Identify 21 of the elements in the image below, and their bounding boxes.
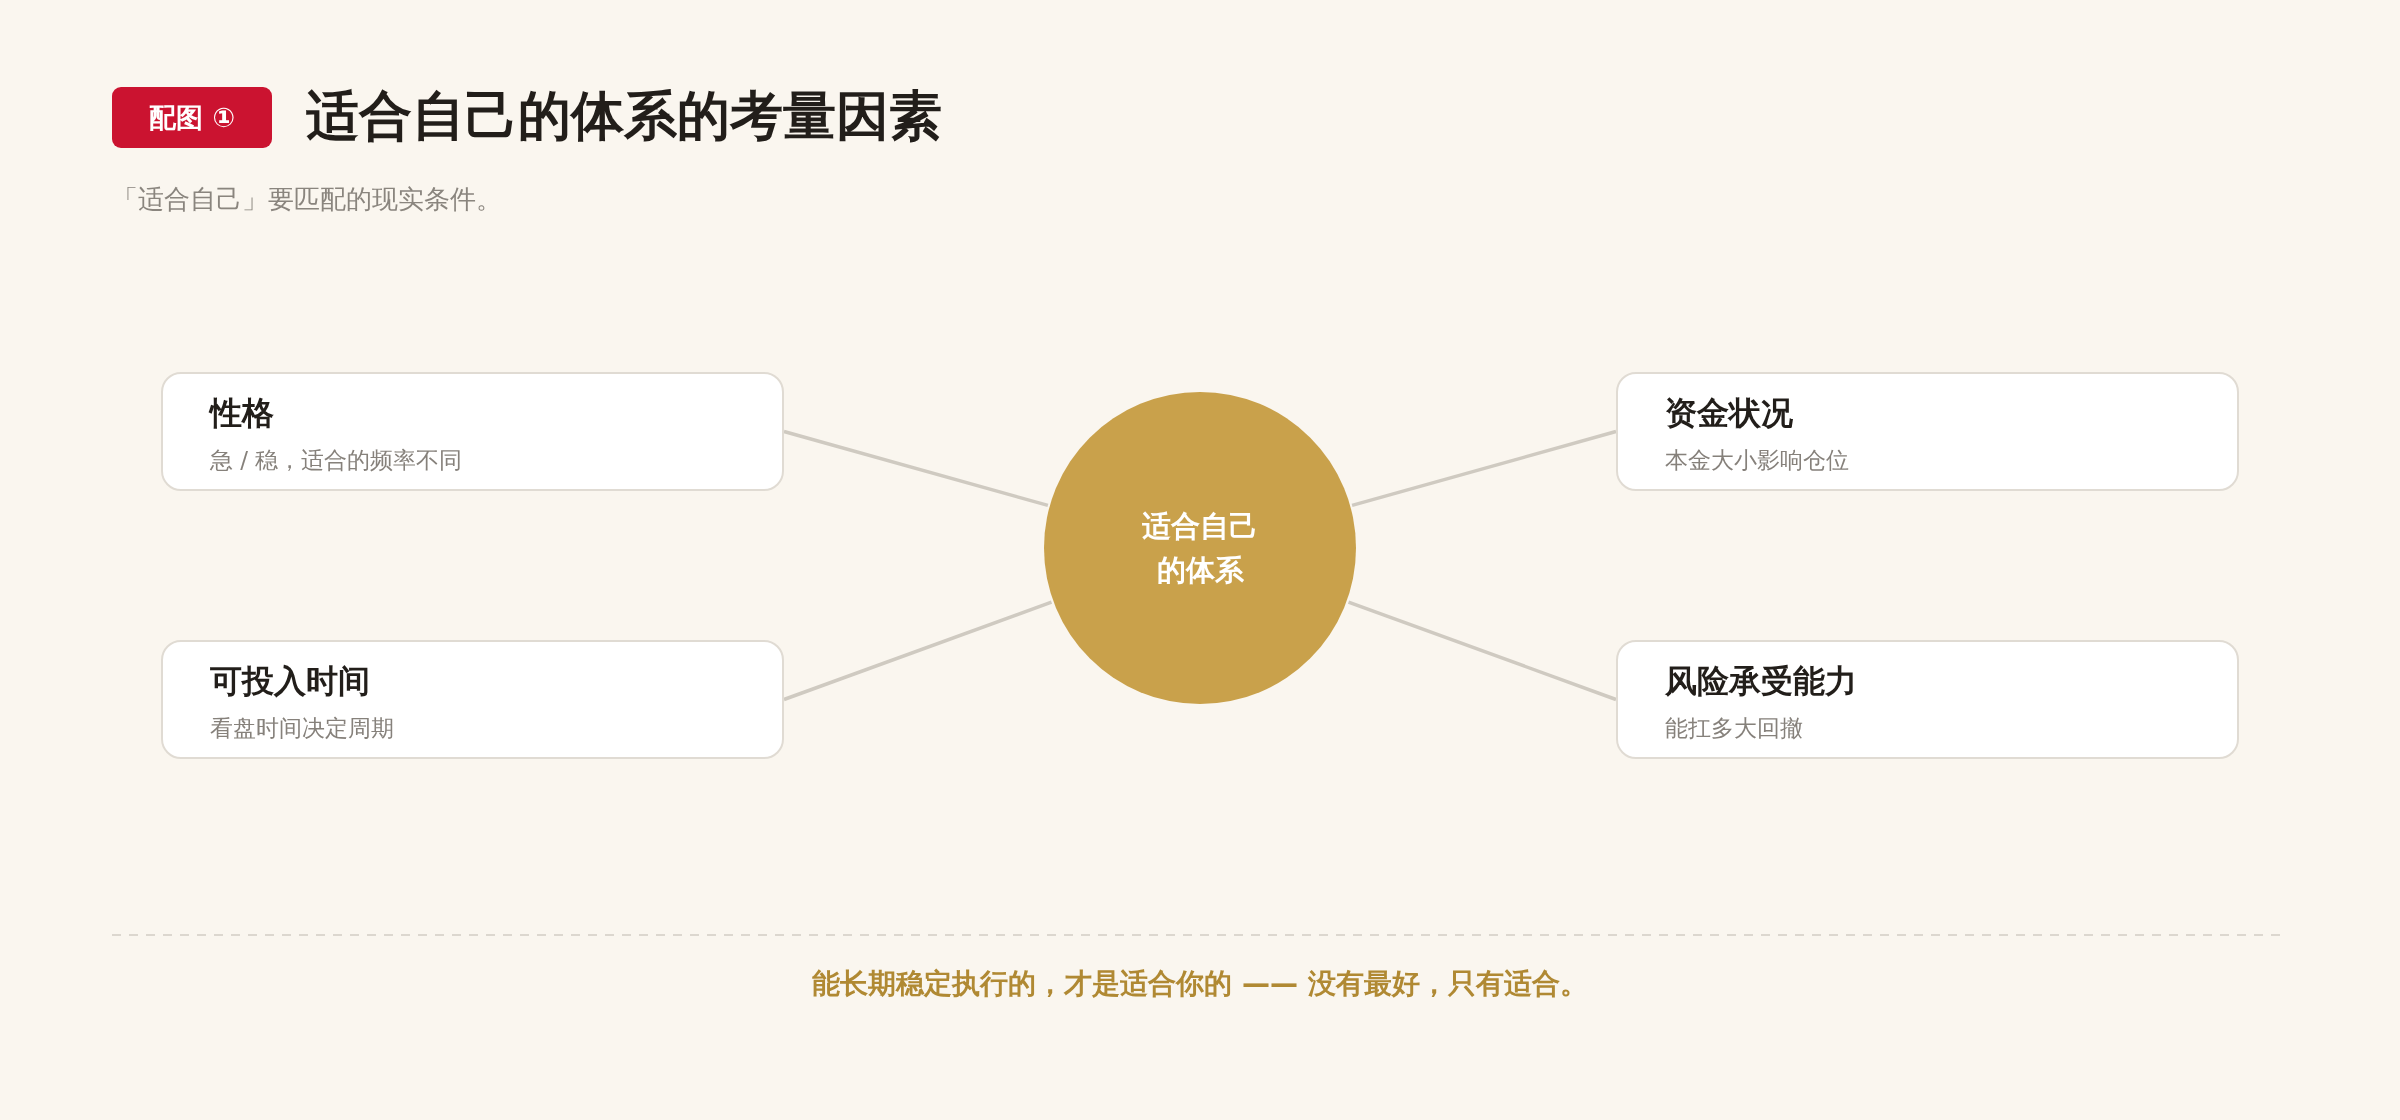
connector-line: [783, 600, 1053, 702]
factor-card: [1616, 372, 2239, 491]
card-description: 本金大小影响仓位: [1665, 446, 1849, 475]
connector-line: [1351, 429, 1617, 508]
factor-card: [161, 640, 784, 759]
closing-note: 能长期稳定执行的，才是适合你的 —— 没有最好，只有适合。: [812, 966, 1588, 1002]
circle-label: 适合自己的体系: [1141, 508, 1259, 589]
figure-badge: 配图 ①: [112, 87, 272, 148]
card-heading: 可投入时间: [210, 661, 370, 701]
card-description: 急 / 稳，适合的频率不同: [210, 446, 463, 475]
subtitle: 「适合自己」要匹配的现实条件。: [112, 183, 502, 216]
card-description: 能扛多大回撤: [1665, 714, 1803, 743]
card-heading: 风险承受能力: [1665, 661, 1857, 701]
connector-line: [1347, 600, 1617, 702]
card-heading: 资金状况: [1665, 393, 1793, 433]
title: 适合自己的体系的考量因素: [306, 84, 942, 148]
factor-card: [161, 372, 784, 491]
card-heading: 性格: [210, 393, 274, 433]
connector-line: [783, 429, 1049, 508]
factor-card: [1616, 640, 2239, 759]
card-description: 看盘时间决定周期: [210, 714, 394, 743]
